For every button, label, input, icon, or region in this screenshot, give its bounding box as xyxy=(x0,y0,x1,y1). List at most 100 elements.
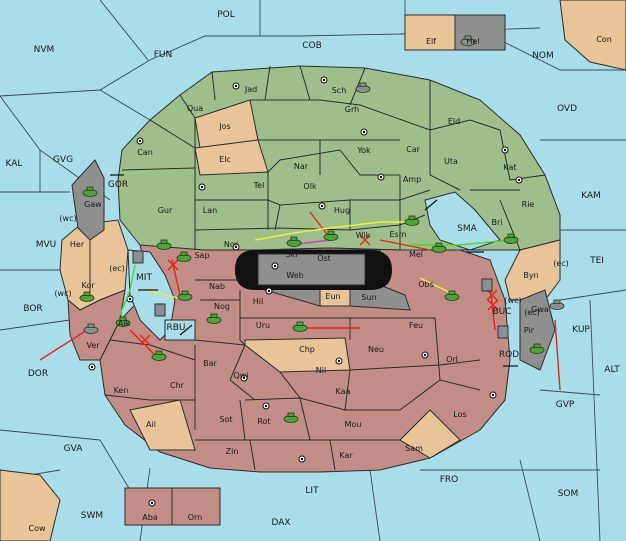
province-label-uru[interactable]: Uru xyxy=(256,321,270,330)
province-label-can[interactable]: Can xyxy=(137,148,153,157)
province-label-ec3[interactable]: (ec) xyxy=(524,308,540,317)
province-label-aba[interactable]: Aba xyxy=(142,513,158,522)
province-label-hug[interactable]: Hug xyxy=(334,206,350,215)
province-label-chr[interactable]: Chr xyxy=(170,381,185,390)
province-label-sch[interactable]: Sch xyxy=(332,86,347,95)
province-label-amp[interactable]: Amp xyxy=(403,175,421,184)
province-label-olk[interactable]: Olk xyxy=(303,182,317,191)
sea-label-tei[interactable]: TEI xyxy=(589,256,604,266)
sea-label-som[interactable]: SOM xyxy=(558,489,579,499)
army-unit-gray-icon[interactable] xyxy=(83,323,99,334)
province-label-kaa[interactable]: Kaa xyxy=(336,387,351,396)
army-unit-green-icon[interactable] xyxy=(444,290,460,301)
army-unit-green-icon[interactable] xyxy=(503,233,519,244)
sea-label-gvg[interactable]: GVG xyxy=(53,155,73,165)
province-label-wc1[interactable]: (wc) xyxy=(59,214,76,223)
army-unit-green-icon[interactable] xyxy=(177,290,193,301)
province-label-orn[interactable]: Orn xyxy=(188,513,203,522)
army-unit-green-icon[interactable] xyxy=(529,343,545,354)
province-label-byn[interactable]: Byn xyxy=(523,271,538,280)
province-label-ec1[interactable]: (ec) xyxy=(553,259,569,268)
army-unit-gray-icon[interactable] xyxy=(355,82,371,93)
province-label-yok[interactable]: Yok xyxy=(356,146,371,155)
sea-label-swm[interactable]: SWM xyxy=(81,511,103,521)
army-unit-green-icon[interactable] xyxy=(115,316,131,327)
sea-label-gvp[interactable]: GVP xyxy=(556,400,575,410)
sea-label-alt[interactable]: ALT xyxy=(604,365,620,375)
province-label-lan[interactable]: Lan xyxy=(203,206,217,215)
province-label-chp[interactable]: Chp xyxy=(299,345,315,354)
army-unit-green-icon[interactable] xyxy=(79,291,95,302)
province-label-ver[interactable]: Ver xyxy=(86,341,100,350)
sea-label-dax[interactable]: DAX xyxy=(271,518,290,528)
sea-label-nom[interactable]: NOM xyxy=(532,51,554,61)
province-label-web[interactable]: Web xyxy=(286,271,303,280)
sea-label-kam[interactable]: KAM xyxy=(581,191,601,201)
sea-label-fro[interactable]: FRO xyxy=(440,475,459,485)
army-unit-green-icon[interactable] xyxy=(323,230,339,241)
province-label-car[interactable]: Car xyxy=(406,145,420,154)
fleet-unit-icon[interactable] xyxy=(132,250,144,264)
province-label-wc3[interactable]: (wc) xyxy=(504,296,521,305)
sea-label-mit[interactable]: MIT xyxy=(136,273,152,283)
province-label-eun[interactable]: Eun xyxy=(325,292,340,301)
army-unit-green-icon[interactable] xyxy=(82,186,98,197)
sea-label-cob[interactable]: COB xyxy=(302,41,322,51)
fleet-unit-icon[interactable] xyxy=(154,303,166,317)
sea-label-nvm[interactable]: NVM xyxy=(34,45,55,55)
province-label-nil[interactable]: Nil xyxy=(316,366,326,375)
sea-label-fun[interactable]: FUN xyxy=(154,50,173,60)
province-label-skr[interactable]: Skr xyxy=(286,250,300,259)
province-label-qua[interactable]: Qua xyxy=(187,104,203,113)
province-label-ken[interactable]: Ken xyxy=(114,386,129,395)
province-label-ail[interactable]: Ail xyxy=(146,420,156,429)
province-label-orl[interactable]: Orl xyxy=(446,355,458,364)
province-label-gaw[interactable]: Gaw xyxy=(84,200,102,209)
province-label-bri[interactable]: Bri xyxy=(492,218,503,227)
army-unit-gray-icon[interactable] xyxy=(549,299,565,310)
sea-label-buc[interactable]: BUC xyxy=(492,307,511,317)
army-unit-green-icon[interactable] xyxy=(176,251,192,262)
province-label-sun[interactable]: Sun xyxy=(361,293,376,302)
province-label-kor[interactable]: Kor xyxy=(81,281,95,290)
sea-label-bor[interactable]: BOR xyxy=(23,304,42,314)
province-label-eld[interactable]: Eld xyxy=(448,117,460,126)
province-label-gur[interactable]: Gur xyxy=(158,206,173,215)
province-label-neu[interactable]: Neu xyxy=(368,345,384,354)
province-label-elc[interactable]: Elc xyxy=(219,155,231,164)
province-label-tel[interactable]: Tel xyxy=(253,181,265,190)
province-label-grh[interactable]: Grh xyxy=(345,105,359,114)
province-label-mou[interactable]: Mou xyxy=(345,420,362,429)
sea-label-rod[interactable]: ROD xyxy=(499,350,519,360)
province-label-feu[interactable]: Feu xyxy=(409,321,423,330)
fleet-unit-icon[interactable] xyxy=(497,325,509,339)
province-label-aik[interactable]: Aik xyxy=(118,319,131,328)
sea-label-mvu[interactable]: MVU xyxy=(36,240,57,250)
sea-label-gor[interactable]: GOR xyxy=(108,180,128,190)
province-label-nab[interactable]: Nab xyxy=(209,282,225,291)
province-label-sot[interactable]: Sot xyxy=(219,415,232,424)
province-label-nar[interactable]: Nar xyxy=(294,162,309,171)
province-label-rie[interactable]: Rie xyxy=(522,200,535,209)
army-unit-green-icon[interactable] xyxy=(404,215,420,226)
sea-label-gva[interactable]: GVA xyxy=(64,444,84,454)
province-label-qwi[interactable]: Qwi xyxy=(233,371,248,380)
province-label-hil[interactable]: Hil xyxy=(253,297,263,306)
sea-label-lit[interactable]: LIT xyxy=(305,486,319,496)
army-unit-gray-icon[interactable] xyxy=(460,35,476,46)
sea-label-ovd[interactable]: OVD xyxy=(557,104,577,114)
province-label-wc2[interactable]: (wc) xyxy=(54,289,71,298)
sea-label-kal[interactable]: KAL xyxy=(6,159,23,169)
province-label-cow[interactable]: Cow xyxy=(28,524,45,533)
province-label-sam[interactable]: Sam xyxy=(405,444,423,453)
province-label-con[interactable]: Con xyxy=(596,35,612,44)
province-label-gwa[interactable]: Gwa xyxy=(531,305,549,314)
sea-label-dor[interactable]: DOR xyxy=(28,369,48,379)
army-unit-green-icon[interactable] xyxy=(283,412,299,423)
province-label-ec2[interactable]: (ec) xyxy=(109,264,125,273)
army-unit-green-icon[interactable] xyxy=(156,239,172,250)
province-label-ost[interactable]: Ost xyxy=(317,254,331,263)
province-label-esm[interactable]: Esm xyxy=(389,230,406,239)
army-unit-green-icon[interactable] xyxy=(286,236,302,247)
province-label-rot[interactable]: Rot xyxy=(257,417,270,426)
